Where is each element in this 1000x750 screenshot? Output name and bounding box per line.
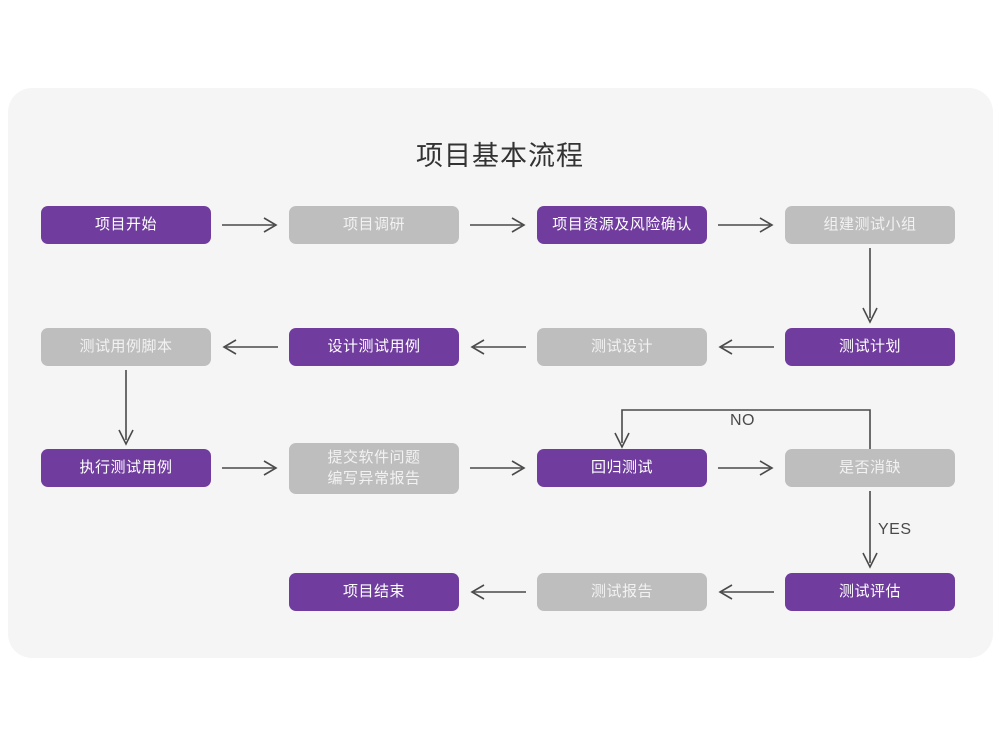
node-form-test-team[interactable]: 组建测试小组	[785, 206, 955, 244]
node-test-report[interactable]: 测试报告	[537, 573, 707, 611]
arrow-n10-n11	[470, 460, 526, 476]
arrow-n14-n13	[470, 584, 526, 600]
node-test-design[interactable]: 测试设计	[537, 328, 707, 366]
node-test-plan[interactable]: 测试计划	[785, 328, 955, 366]
page-title: 项目基本流程	[416, 141, 584, 171]
arrow-n4-n8	[862, 248, 878, 324]
arrow-n1-n2	[222, 217, 278, 233]
node-test-case-script[interactable]: 测试用例脚本	[41, 328, 211, 366]
arrow-n2-n3	[470, 217, 526, 233]
edge-label-no: NO	[730, 412, 755, 429]
arrow-n15-n14	[718, 584, 774, 600]
arrow-yes	[862, 491, 878, 569]
node-regression-test[interactable]: 回归测试	[537, 449, 707, 487]
arrow-no-loop	[614, 409, 871, 449]
arrow-n7-n6	[470, 339, 526, 355]
node-project-research[interactable]: 项目调研	[289, 206, 459, 244]
node-test-evaluation[interactable]: 测试评估	[785, 573, 955, 611]
node-resource-risk-confirm[interactable]: 项目资源及风险确认	[537, 206, 707, 244]
arrow-n8-n7	[718, 339, 774, 355]
node-execute-test-case[interactable]: 执行测试用例	[41, 449, 211, 487]
arrow-n11-n12	[718, 460, 774, 476]
node-submit-issue-report[interactable]: 提交软件问题 编写异常报告	[289, 443, 459, 494]
node-defect-cleared[interactable]: 是否消缺	[785, 449, 955, 487]
arrow-n6-n5	[222, 339, 278, 355]
node-project-start[interactable]: 项目开始	[41, 206, 211, 244]
arrow-n3-n4	[718, 217, 774, 233]
arrow-n9-n10	[222, 460, 278, 476]
node-project-end[interactable]: 项目结束	[289, 573, 459, 611]
arrow-n5-n9	[118, 370, 134, 446]
edge-label-yes: YES	[878, 521, 912, 538]
flowchart-card	[8, 88, 993, 658]
node-design-test-case[interactable]: 设计测试用例	[289, 328, 459, 366]
